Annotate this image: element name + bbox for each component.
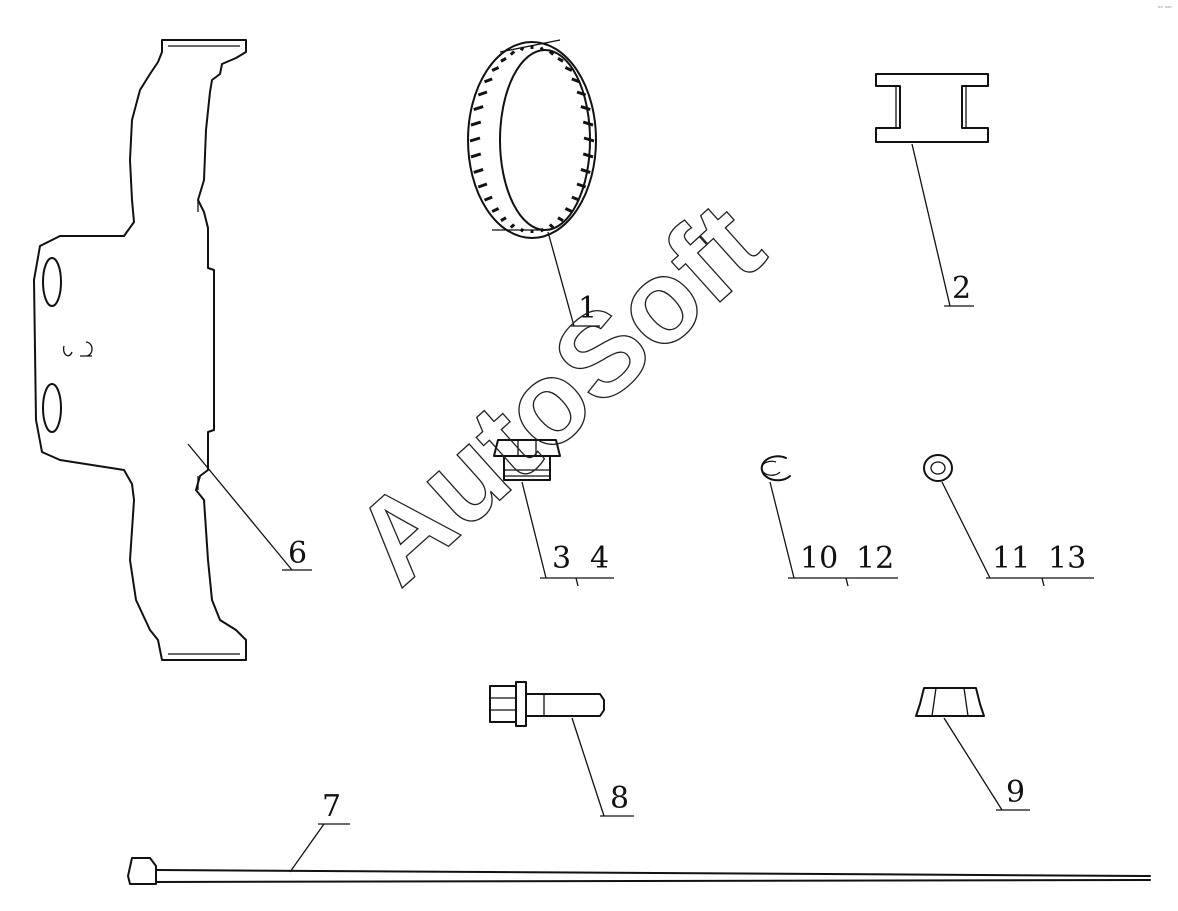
ring-tooth xyxy=(548,50,555,56)
ring-tooth xyxy=(539,46,545,52)
ring-tooth xyxy=(491,66,500,72)
ring-tooth xyxy=(473,168,484,174)
part-8-flange-bolt xyxy=(489,681,605,727)
leader-6 xyxy=(187,443,293,571)
ring-tooth xyxy=(564,66,573,72)
leader-3-4-underline xyxy=(540,577,614,587)
ring-tooth xyxy=(557,57,564,63)
ring-tooth xyxy=(483,195,493,202)
part-1-tone-ring xyxy=(467,39,597,239)
ring-tooth xyxy=(557,216,564,222)
ring-tooth xyxy=(483,77,493,84)
ring-tooth xyxy=(470,120,482,127)
callout-2: 2 xyxy=(952,271,971,306)
ring-tooth xyxy=(571,77,581,84)
part-2-spacer xyxy=(875,73,989,143)
leader-2 xyxy=(911,143,951,307)
ring-tooth xyxy=(477,182,488,189)
part-10-12-snap-ring xyxy=(760,455,791,482)
callout-10: 10 xyxy=(800,541,838,576)
part-7-rod xyxy=(127,857,1151,885)
ring-tooth xyxy=(582,120,594,127)
ring-tooth xyxy=(491,207,500,213)
leader-11-13 xyxy=(941,481,991,579)
ring-tooth xyxy=(548,223,555,229)
ring-tooth xyxy=(519,227,525,233)
ring-tooth xyxy=(571,195,581,202)
ring-tooth xyxy=(583,136,595,143)
ring-tooth xyxy=(470,152,482,159)
ring-tooth xyxy=(576,182,587,189)
callout-13: 13 xyxy=(1048,541,1086,576)
ring-tooth xyxy=(519,46,525,52)
ring-tooth xyxy=(564,207,573,213)
callout-8: 8 xyxy=(610,781,629,816)
ring-tooth xyxy=(580,105,591,111)
leader-11-13-underline xyxy=(986,577,1094,587)
part-3-4-flange-nut xyxy=(493,439,561,481)
ring-tooth xyxy=(509,223,516,229)
callout-7: 7 xyxy=(322,789,341,824)
callout-9: 9 xyxy=(1006,775,1025,810)
leader-10-12-underline xyxy=(788,577,898,587)
corner-mark: ᵃᵃ ᵃᵃᵃ xyxy=(1158,5,1172,12)
part-11-13-washer xyxy=(923,454,953,482)
callout-6: 6 xyxy=(288,536,307,571)
ring-tooth xyxy=(469,136,481,143)
leader-10-12 xyxy=(769,481,795,579)
callout-12: 12 xyxy=(856,541,894,576)
leader-3-4 xyxy=(521,481,547,579)
leader-1 xyxy=(547,231,575,327)
leader-7 xyxy=(289,823,325,873)
ring-tooth xyxy=(580,168,591,174)
ring-tooth xyxy=(477,90,488,97)
ring-tooth xyxy=(582,152,594,159)
leader-9 xyxy=(943,717,1003,811)
part-6-bracket xyxy=(33,39,247,661)
ring-tooth xyxy=(500,57,507,63)
callout-1: 1 xyxy=(578,291,597,326)
part-9-hex-nut xyxy=(915,687,985,717)
callout-4: 4 xyxy=(590,541,609,576)
callout-3: 3 xyxy=(552,541,571,576)
ring-tooth xyxy=(576,90,587,97)
ring-tooth xyxy=(509,50,516,56)
callout-11: 11 xyxy=(992,541,1030,576)
ring-tooth xyxy=(473,105,484,111)
leader-8 xyxy=(571,717,605,817)
ring-tooth xyxy=(500,216,507,222)
ring-tooth xyxy=(539,227,545,233)
